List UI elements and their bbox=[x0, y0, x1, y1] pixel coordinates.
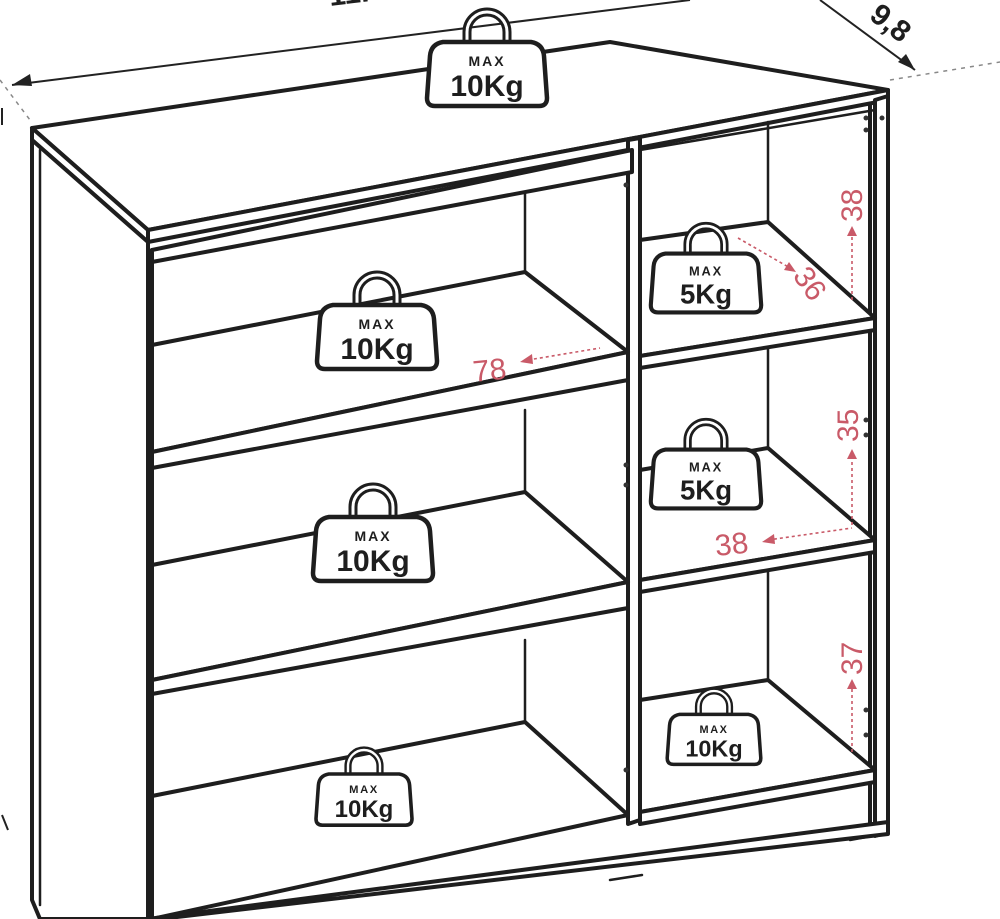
measurement-label-37: 37 bbox=[836, 642, 869, 675]
weight-max-label-right-2: MAX bbox=[689, 460, 723, 475]
weight-max-label-left-2: MAX bbox=[354, 528, 391, 544]
weight-kg-label-top: 10Kg bbox=[450, 70, 523, 103]
weight-icon-top: MAX 10Kg bbox=[424, 7, 550, 109]
measurement-right-bottom-height: 37 bbox=[836, 642, 869, 752]
weight-max-label-left-1: MAX bbox=[358, 316, 395, 332]
measurement-right-top-height: 38 bbox=[836, 189, 869, 300]
measurement-right-middle-width: 38 bbox=[713, 527, 853, 563]
width-dimension-label: 11. bbox=[327, 0, 371, 13]
weight-kg-label-left-3: 10Kg bbox=[335, 796, 394, 823]
weight-icon-right-3: MAX 10Kg bbox=[665, 687, 763, 767]
measurement-label-78: 78 bbox=[471, 353, 508, 389]
depth-extension-line bbox=[889, 61, 1000, 81]
plinth bbox=[146, 820, 890, 919]
weight-max-label-top: MAX bbox=[468, 53, 505, 69]
weight-max-label-right-1: MAX bbox=[689, 264, 723, 279]
measurement-left-shelf-width: 78 bbox=[471, 347, 601, 389]
weight-icon-left-1: MAX 10Kg bbox=[314, 270, 440, 372]
weight-kg-label-right-1: 5Kg bbox=[680, 278, 732, 309]
shelf-peg-holes bbox=[623, 115, 885, 773]
left-top-rail bbox=[150, 148, 634, 264]
right-side-panel bbox=[873, 94, 890, 838]
weight-icon-left-2: MAX 10Kg bbox=[310, 482, 436, 584]
weight-max-label-right-3: MAX bbox=[700, 724, 729, 736]
weight-kg-label-right-2: 5Kg bbox=[680, 474, 732, 505]
height-dimension-edge bbox=[1, 108, 9, 831]
weight-kg-label-left-2: 10Kg bbox=[336, 545, 409, 578]
weight-limit-icons: MAX 10Kg MAX 10Kg MAX 10Kg MAX 10Kg bbox=[310, 7, 764, 828]
weight-max-label-left-3: MAX bbox=[349, 784, 379, 796]
weight-kg-label-right-3: 10Kg bbox=[685, 736, 742, 762]
depth-dimension: 9,8 bbox=[819, 0, 917, 71]
left-extension-line bbox=[0, 79, 31, 121]
measurement-label-38-middle: 38 bbox=[713, 527, 750, 563]
weight-icon-right-1: MAX 5Kg bbox=[648, 221, 764, 315]
measurement-label-38-top: 38 bbox=[836, 189, 869, 222]
left-side-panel bbox=[30, 138, 150, 919]
weight-kg-label-left-1: 10Kg bbox=[340, 333, 413, 366]
weight-icon-right-2: MAX 5Kg bbox=[648, 417, 764, 511]
depth-dimension-label: 9,8 bbox=[864, 0, 917, 49]
measurement-right-middle-height: 35 bbox=[832, 409, 865, 525]
measurement-label-35: 35 bbox=[832, 409, 865, 442]
weight-icon-left-3: MAX 10Kg bbox=[314, 746, 414, 828]
